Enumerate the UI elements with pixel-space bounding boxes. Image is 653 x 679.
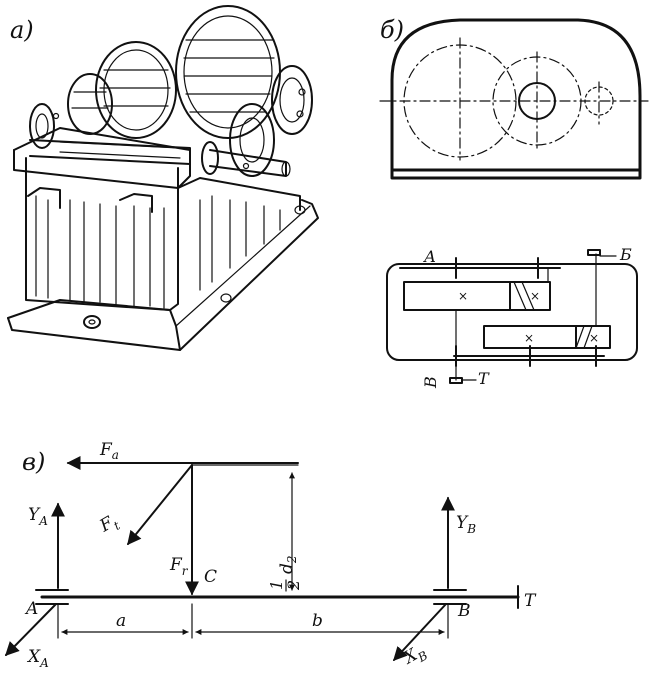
svg-text:2: 2 [284,580,303,591]
scheme-label-a: А [423,247,436,266]
panel-v: в) YA YB Fa Ft Fr 1 2 d2 [5,440,537,671]
dimension-a-label: a [116,611,126,631]
scheme-label-b: Б [619,245,632,264]
panel-b: б) × × [379,16,649,389]
panel-v-label: в) [22,448,45,476]
svg-text:×: × [530,289,540,303]
scheme-label-v: В [421,376,440,389]
force-xa-label: XA [26,647,49,670]
force-fa-label: Fa [99,440,119,462]
force-ya-label: YA [28,505,48,528]
housing-front-view [379,18,649,180]
force-xa-arrow [5,603,57,656]
panel-b-label: б) [380,16,404,44]
force-yb-label: YB [456,513,476,536]
point-t-label: T [524,591,537,611]
point-c-label: C [204,567,217,587]
kinematic-scheme: × × × × А Б Т В [386,245,638,389]
point-b-label: B [457,601,471,621]
point-a-label: A [24,599,38,619]
dimension-b-label: b [312,611,323,631]
force-ft-arrow [127,464,193,546]
panel-a: а) [7,5,319,351]
svg-text:×: × [458,289,468,303]
force-ft-label: Ft [96,511,123,540]
force-xb-label: XB [399,640,431,671]
bolt-hole-icon [83,315,101,329]
panel-a-label: а) [10,16,34,44]
gearbox-drawing [7,5,319,351]
force-fr-label: Fr [169,555,189,578]
scheme-label-t: Т [478,369,490,388]
svg-text:1: 1 [267,580,286,590]
svg-text:×: × [589,331,599,345]
radius-dimension-label: 1 2 d2 [267,555,303,592]
svg-text:×: × [524,331,534,345]
svg-text:d2: d2 [277,555,299,574]
